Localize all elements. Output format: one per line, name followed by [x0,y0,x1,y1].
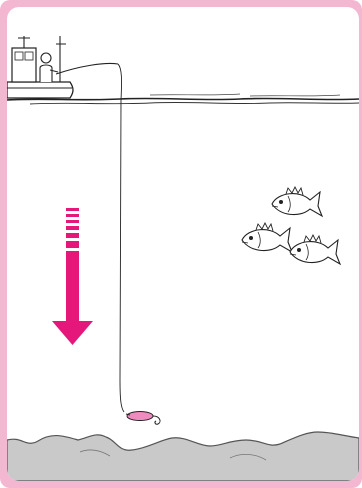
seabed [7,432,359,481]
sinking-arrow [52,208,93,345]
fish [242,223,292,252]
fish [272,187,322,216]
fish [290,235,340,264]
fishing-diagram [7,7,359,481]
fishing-line [118,64,124,412]
lure [126,412,160,425]
fishing-boat [7,36,118,98]
figure-panel [7,7,359,481]
fish-school [242,187,340,264]
